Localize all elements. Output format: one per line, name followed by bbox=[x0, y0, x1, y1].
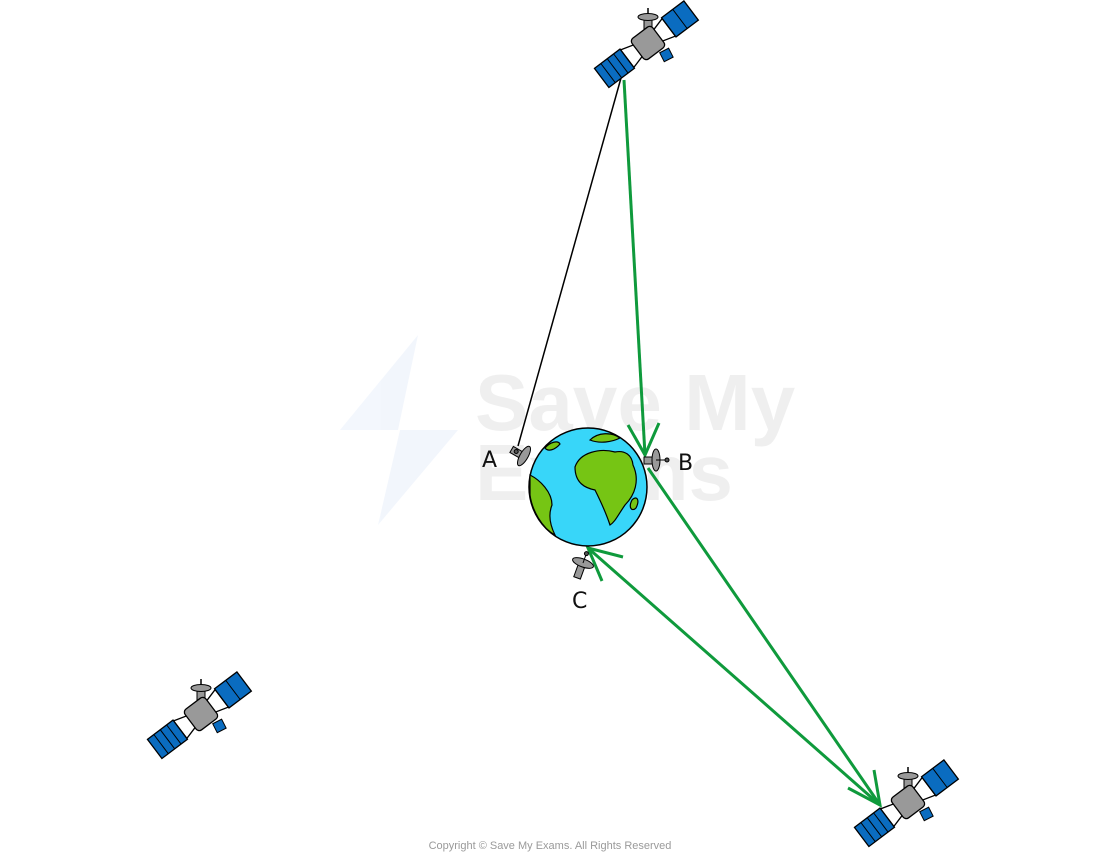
satellite-left-icon bbox=[136, 657, 261, 771]
copyright-text: Copyright © Save My Exams. All Rights Re… bbox=[428, 840, 672, 852]
svg-text:Save My: Save My bbox=[475, 358, 796, 447]
label-a: A bbox=[482, 448, 497, 473]
dish-a-icon bbox=[509, 445, 531, 467]
dish-c-icon bbox=[572, 551, 594, 580]
signal-line-a bbox=[517, 77, 622, 447]
earth-icon bbox=[528, 427, 648, 547]
label-c: C bbox=[572, 589, 587, 614]
signal-arrow-sat-to-c bbox=[585, 545, 881, 807]
satellite-top-icon bbox=[583, 0, 708, 100]
signal-arrow-sat-to-b bbox=[622, 79, 661, 459]
signal-arrow-b-to-sat bbox=[646, 467, 882, 808]
label-b: B bbox=[678, 451, 693, 476]
dish-b-icon bbox=[643, 448, 670, 472]
